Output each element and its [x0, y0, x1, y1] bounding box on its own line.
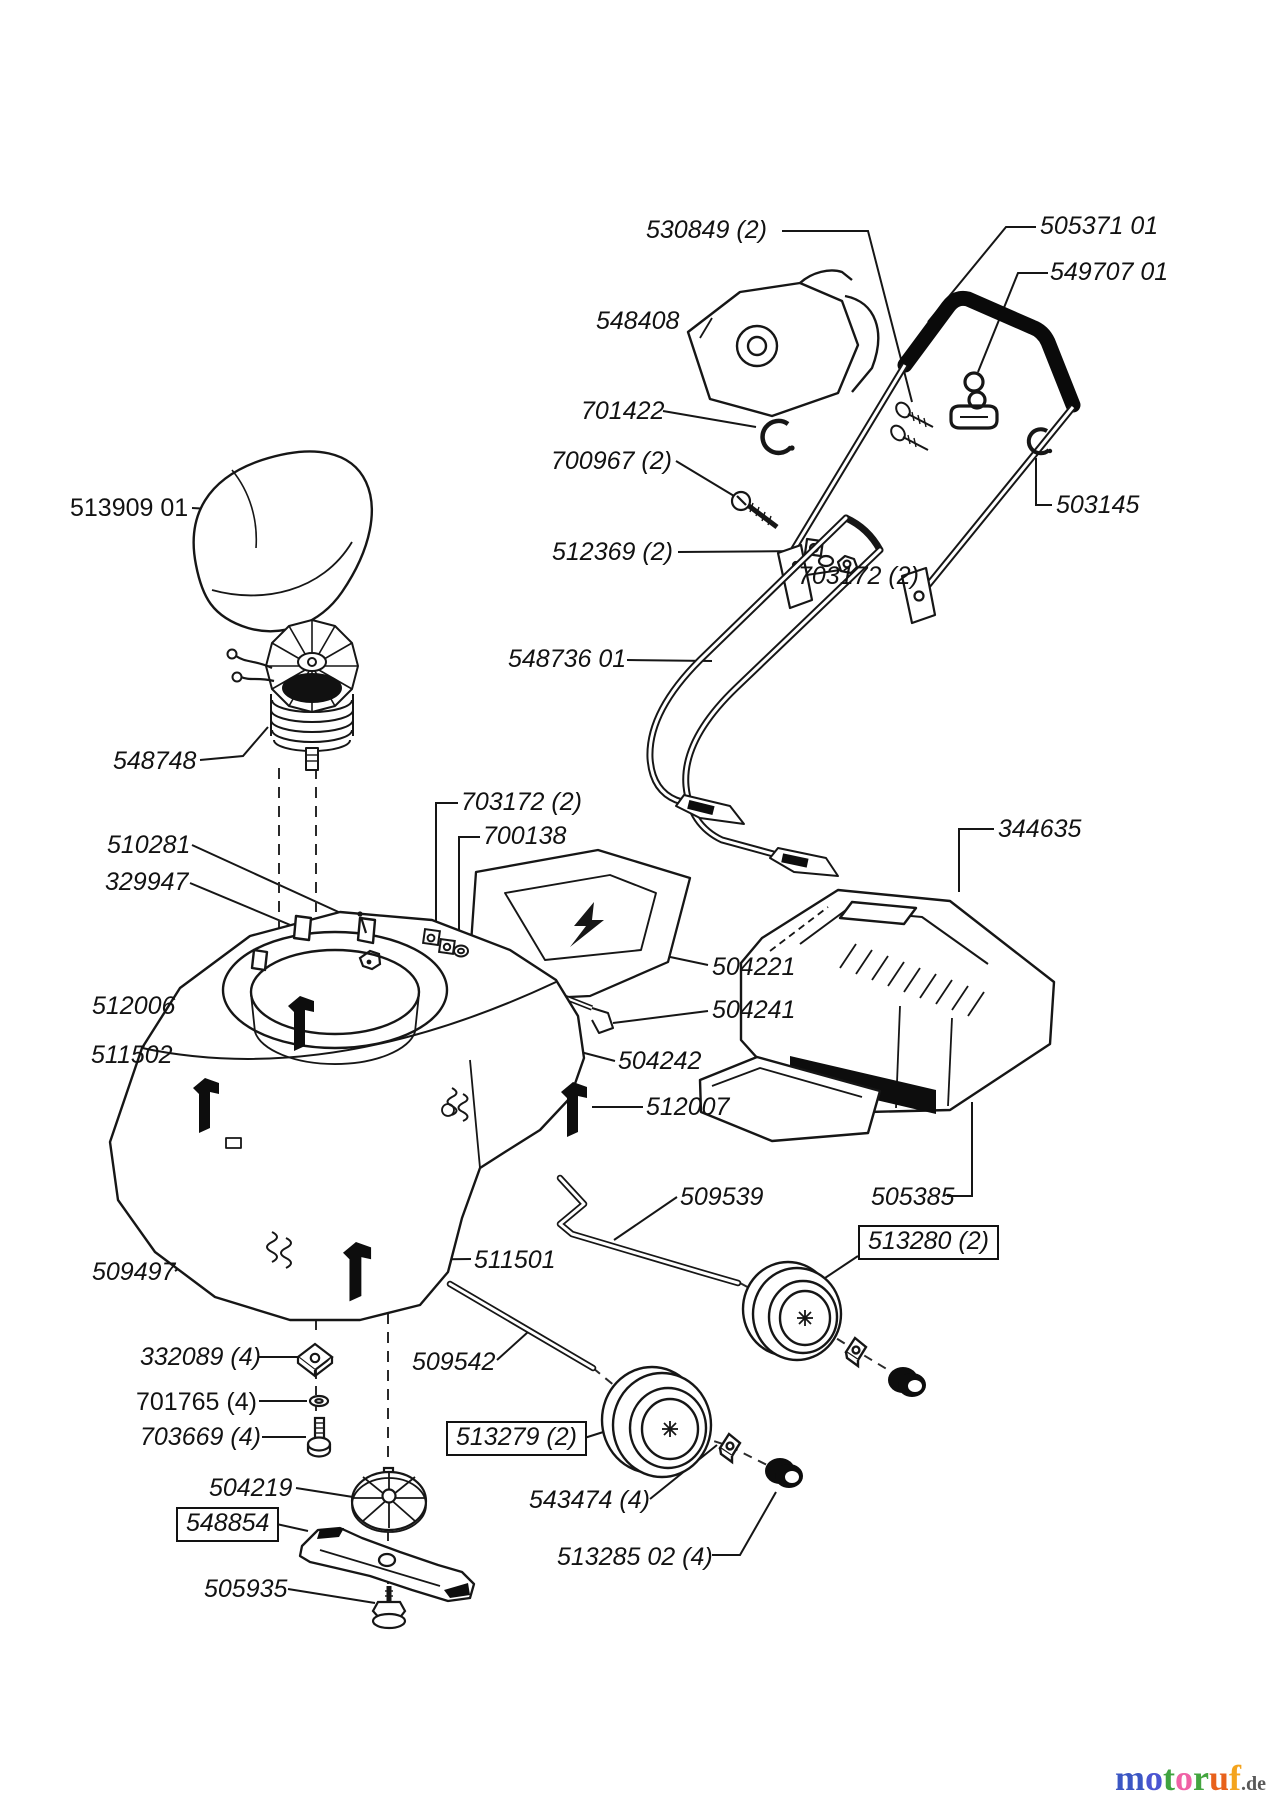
label-504241: 504241: [712, 996, 796, 1024]
label-548748: 548748: [113, 747, 197, 775]
motoruf-logo-word: motoruf: [1114, 1758, 1241, 1798]
label-700967: 700967 (2): [551, 447, 672, 475]
pin-and-clip-drawing: [357, 911, 382, 971]
grass-catcher-drawing: [698, 888, 1056, 1143]
motoruf-logo: motoruf.de: [1115, 1760, 1266, 1796]
label-513285: 513285 02 (4): [557, 1543, 713, 1571]
label-548408: 548408: [596, 307, 680, 335]
flap-mount-nuts-drawing: [421, 927, 469, 958]
lower-handle-drawing: [646, 514, 884, 877]
switch-housing-drawing: [686, 269, 880, 418]
label-701765: 701765 (4): [136, 1388, 257, 1416]
label-512006: 512006: [92, 992, 176, 1020]
blade-drawing: [298, 1526, 476, 1603]
label-703669: 703669 (4): [140, 1423, 261, 1451]
label-530849: 530849 (2): [646, 216, 767, 244]
axles-drawing: [446, 1174, 742, 1372]
deck-housing-drawing: [108, 910, 586, 1322]
label-329947: 329947: [105, 868, 189, 896]
label-513280: 513280 (2): [858, 1225, 999, 1260]
label-513909: 513909 01: [70, 494, 189, 522]
upper-handle-drawing: [776, 290, 1081, 625]
label-543474: 543474 (4): [529, 1486, 650, 1514]
motoruf-logo-suffix: .de: [1241, 1773, 1266, 1795]
label-509542: 509542: [412, 1348, 496, 1376]
label-703172-mid: 703172 (2): [461, 788, 582, 816]
hood-cover-drawing: [192, 450, 373, 633]
label-549707: 549707 01: [1050, 258, 1169, 286]
label-504219: 504219: [209, 1474, 293, 1502]
label-548736: 548736 01: [508, 645, 627, 673]
label-505385: 505385: [871, 1183, 955, 1211]
label-503145: 503145: [1056, 491, 1140, 519]
label-509497: 509497: [92, 1258, 176, 1286]
label-701422: 701422: [581, 397, 665, 425]
label-548854: 548854: [176, 1507, 280, 1542]
label-344635: 344635: [998, 815, 1082, 843]
label-512007: 512007: [646, 1093, 730, 1121]
label-511502: 511502: [91, 1041, 173, 1069]
motor-drawing: [226, 619, 359, 771]
label-513279: 513279 (2): [446, 1421, 587, 1456]
label-512369: 512369 (2): [552, 538, 673, 566]
label-504242: 504242: [618, 1047, 702, 1075]
label-504221: 504221: [712, 953, 796, 981]
label-703172-upper: 703172 (2): [798, 562, 919, 590]
cable-clips-drawing: [193, 996, 587, 1302]
label-505935: 505935: [204, 1575, 288, 1603]
label-505371: 505371 01: [1040, 212, 1159, 240]
blade-carrier-drawing: [350, 1466, 428, 1533]
label-509539: 509539: [680, 1183, 764, 1211]
blade-bolt-drawing: [371, 1586, 407, 1630]
label-511501: 511501: [474, 1246, 556, 1274]
label-700138: 700138: [483, 822, 567, 850]
label-332089: 332089 (4): [140, 1343, 261, 1371]
motor-mount-fasteners-drawing: [296, 1342, 334, 1458]
wheels-drawing: [600, 1260, 926, 1488]
label-510281: 510281: [107, 831, 191, 859]
